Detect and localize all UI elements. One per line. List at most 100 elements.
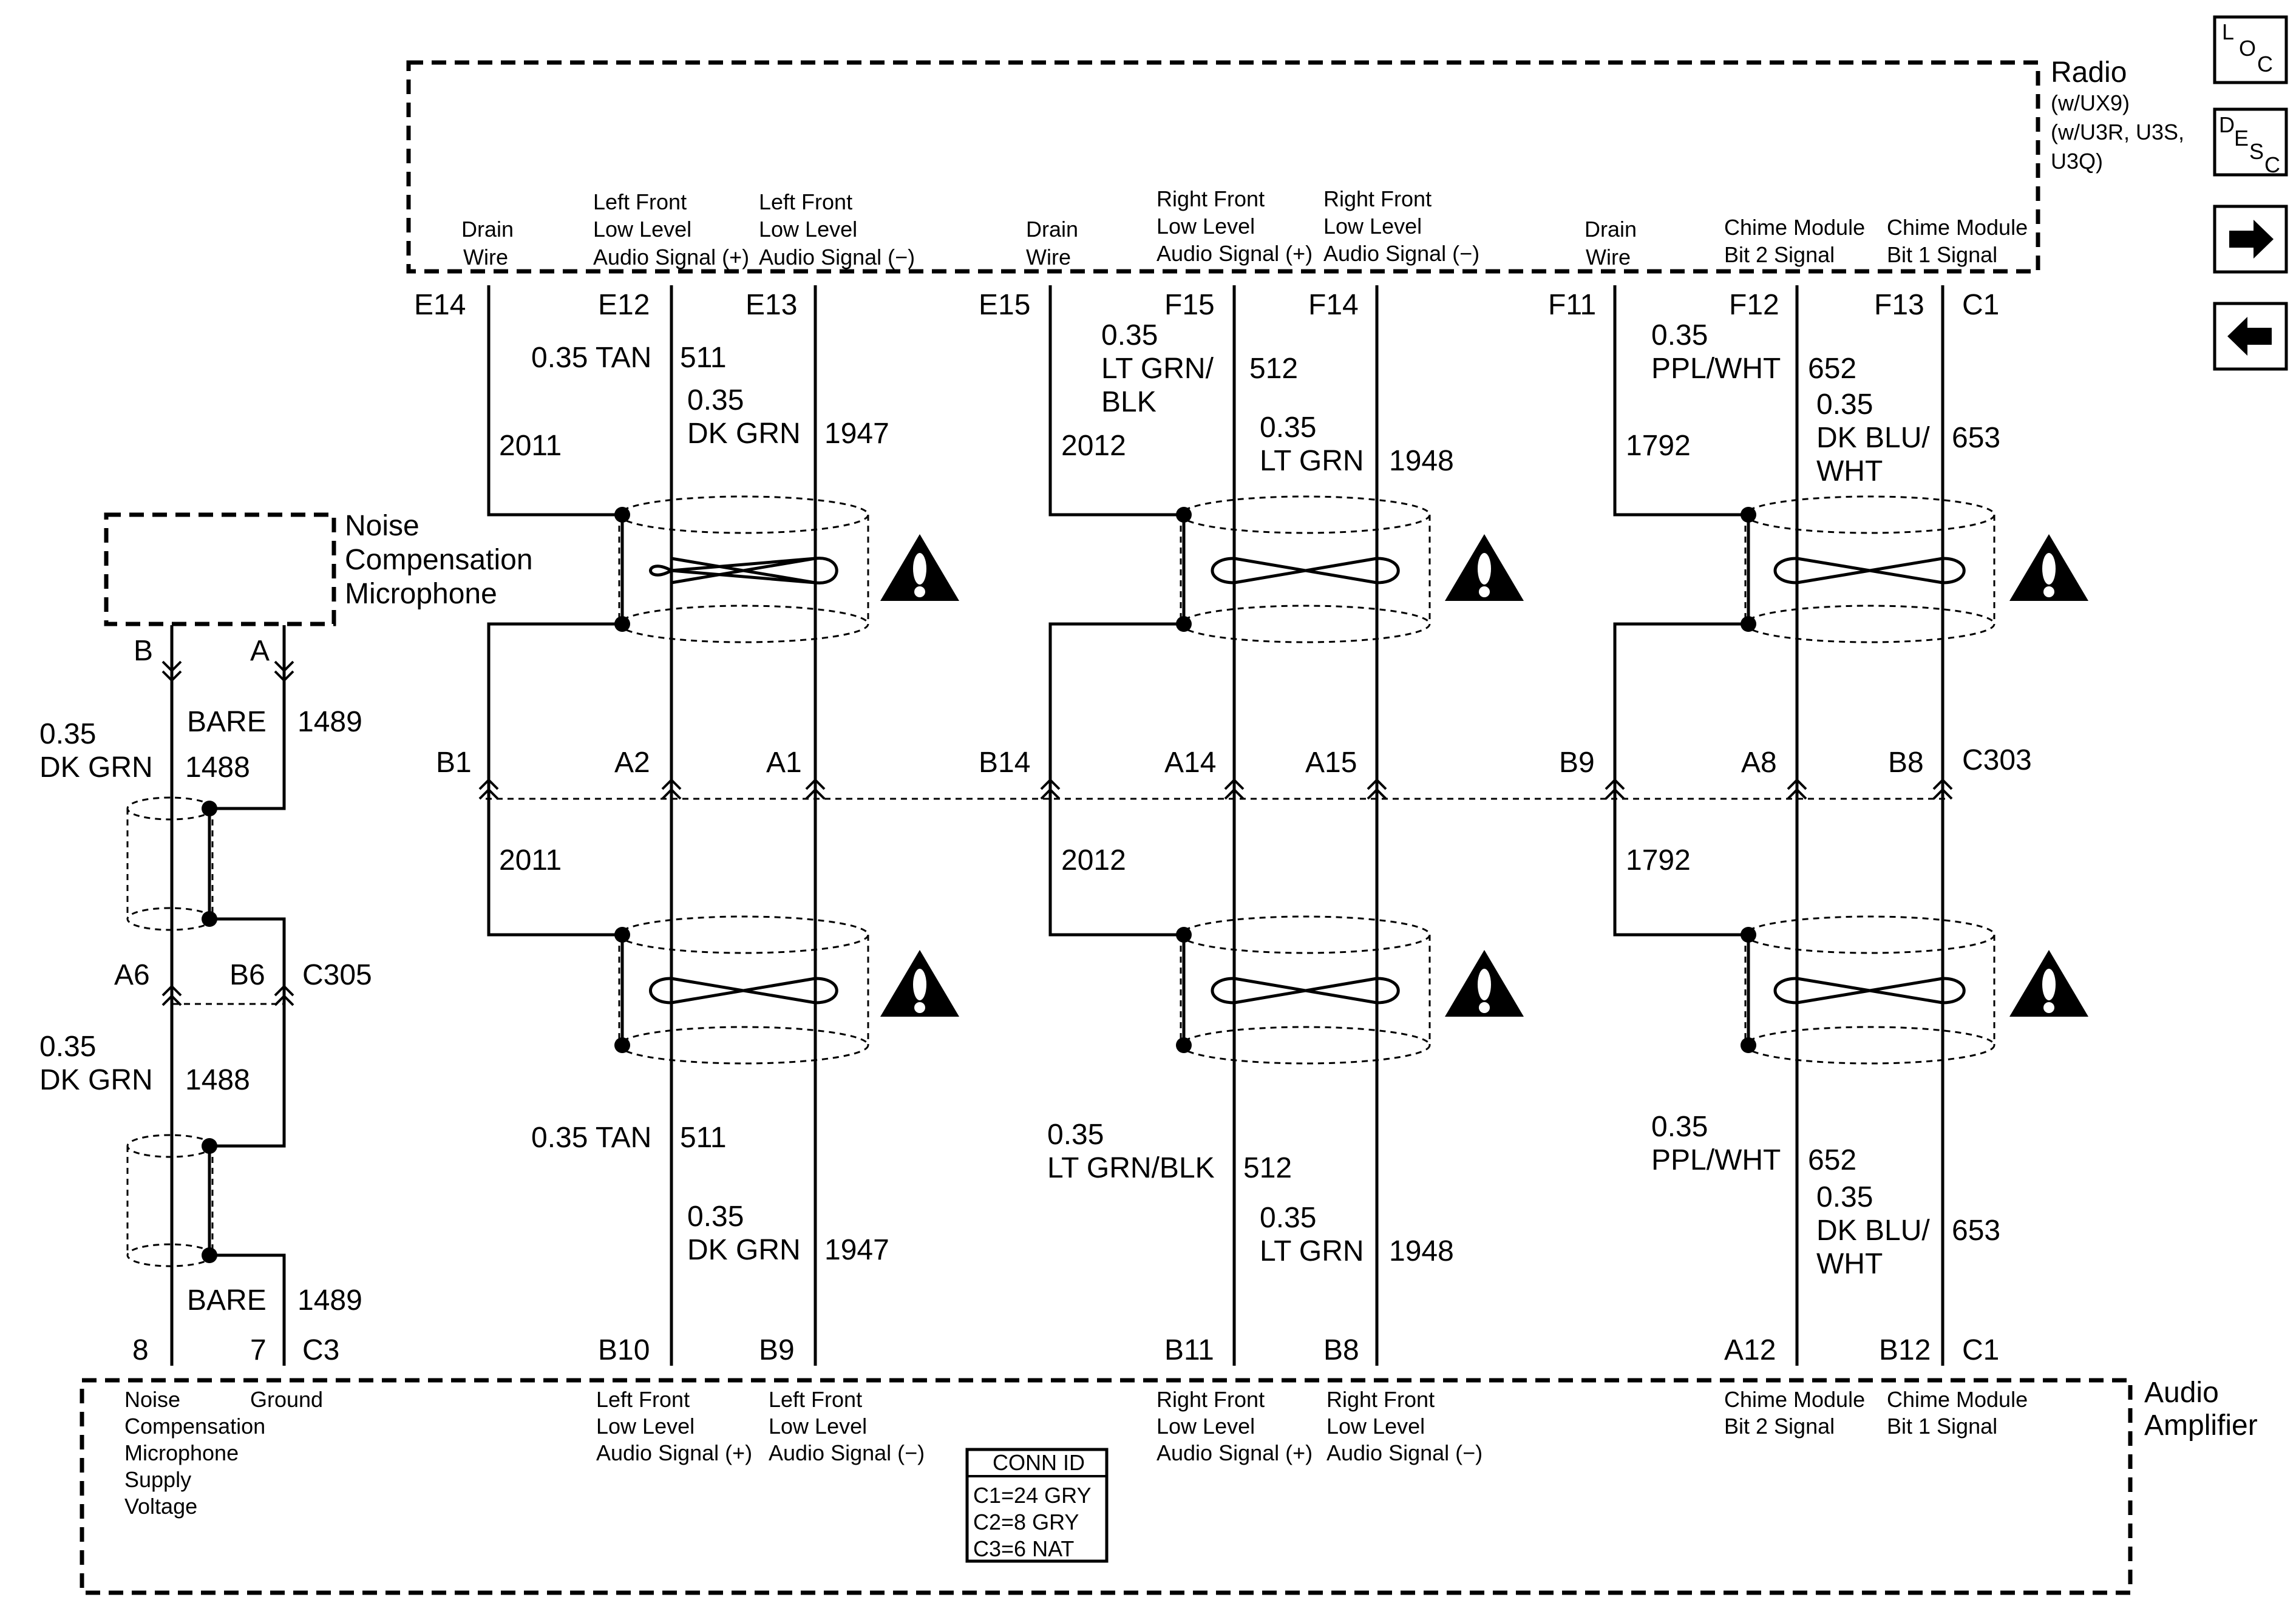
c303-pin-a8: A8 <box>1741 747 1777 779</box>
desc-icon-c: C <box>2264 152 2280 177</box>
radio-terminal-functions: Drain Wire Left Front Low Level Audio Si… <box>461 186 2028 270</box>
c303-pin-labels: B1 A2 A1 B14 A14 A15 B9 A8 B8 C303 <box>436 744 2032 779</box>
c305-pin-b6: B6 <box>229 959 265 991</box>
radio-func-e15-line1: Drain <box>1026 217 1078 242</box>
c303-pin-a15: A15 <box>1305 747 1357 779</box>
radio-pin-f14: F14 <box>1308 289 1359 321</box>
radio-func-e14-line2: Wire <box>463 245 508 270</box>
mic-wire-labels: 0.35 DK GRN 1488 BARE 1489 0.35 DK GRN 1… <box>39 706 362 1317</box>
amp-func-8-line3: Microphone <box>124 1440 239 1465</box>
c303-pin-b8: B8 <box>1888 747 1924 779</box>
amp-pin-8: 8 <box>132 1334 149 1366</box>
wire-label: 0.35 TAN <box>531 342 651 374</box>
c303-pin-a2: A2 <box>614 747 650 779</box>
wire-label: 0.35 <box>687 1201 744 1233</box>
drain-wire-2011-lower <box>487 622 622 937</box>
amp-func-b9-line2: Low Level <box>769 1414 867 1439</box>
right-arrow-icon <box>2229 220 2274 259</box>
wire-label: 512 <box>1249 353 1298 385</box>
microphone-title-line1: Noise <box>345 510 419 542</box>
amp-func-b11-line1: Right Front <box>1156 1387 1265 1412</box>
drain-wire-2012-lower <box>1048 622 1184 937</box>
wire-label: 1948 <box>1389 445 1454 477</box>
wire-label: 0.35 <box>1651 319 1708 351</box>
radio-func-f15-line1: Right Front <box>1156 186 1265 211</box>
wire-label: 0.35 <box>39 718 96 750</box>
microphone-title-line2: Compensation <box>345 544 533 576</box>
wire-label: 0.35 <box>1816 388 1873 421</box>
c303-pin-b14: B14 <box>979 747 1030 779</box>
c305-pin-a6: A6 <box>114 959 150 991</box>
wire-label: 1488 <box>185 1064 250 1096</box>
wire-label: 1489 <box>297 1284 362 1317</box>
amp-pin-7: 7 <box>250 1334 267 1366</box>
loc-button[interactable]: L O C <box>2213 15 2288 84</box>
radio-option-1: (w/UX9) <box>2051 90 2130 115</box>
c303-pin-a14: A14 <box>1164 747 1216 779</box>
radio-pin-f13: F13 <box>1874 289 1924 321</box>
radio-func-f15-line2: Low Level <box>1156 214 1255 239</box>
amplifier-terminal-functions: Noise Compensation Microphone Supply Vol… <box>124 1387 2028 1519</box>
warning-icon <box>880 534 959 601</box>
radio-func-f14-line2: Low Level <box>1323 214 1422 239</box>
wire-label: LT GRN <box>1260 445 1364 477</box>
amp-func-b12-line1: Chime Module <box>1887 1387 2028 1412</box>
wire-label: 1489 <box>297 706 362 738</box>
radio-pin-e14: E14 <box>414 289 466 321</box>
amp-func-b10-line3: Audio Signal (+) <box>596 1440 752 1465</box>
left-arrow-icon <box>2227 317 2272 356</box>
wire-label: 0.35 <box>1816 1181 1873 1213</box>
c303-pin-a1: A1 <box>766 747 802 779</box>
desc-button[interactable]: D E S C <box>2213 107 2288 177</box>
wire-label: DK BLU/ <box>1816 1215 1930 1247</box>
amplifier-title-line2: Amplifier <box>2144 1409 2258 1442</box>
desc-icon-s: S <box>2249 139 2264 164</box>
desc-icon-e: E <box>2234 126 2249 151</box>
wire-labels-upper: 2011 0.35 TAN 511 0.35 DK GRN 1947 2012 … <box>499 319 2000 487</box>
amp-func-b11-line2: Low Level <box>1156 1414 1255 1439</box>
amp-func-a12-line2: Bit 2 Signal <box>1724 1414 1835 1439</box>
amp-pin-a12: A12 <box>1724 1334 1776 1366</box>
wire-label: 511 <box>680 1122 727 1154</box>
radio-func-f12-line1: Chime Module <box>1724 215 1865 240</box>
amp-pin-b9: B9 <box>759 1334 795 1366</box>
radio-func-f13-line2: Bit 1 Signal <box>1887 242 1997 267</box>
wire-label: LT GRN/ <box>1101 353 1214 385</box>
microphone-pin-a: A <box>250 635 270 667</box>
wire-label: PPL/WHT <box>1651 353 1781 385</box>
amp-func-b9-line1: Left Front <box>769 1387 862 1412</box>
amp-func-8-line5: Voltage <box>124 1494 197 1519</box>
next-button[interactable] <box>2213 205 2288 274</box>
warning-icons <box>880 534 2088 1017</box>
amp-func-b8-line3: Audio Signal (−) <box>1326 1440 1483 1465</box>
amp-pin-b11: B11 <box>1164 1334 1214 1366</box>
wire-label: 2012 <box>1061 844 1126 876</box>
conn-id-row-2: C2=8 GRY <box>973 1510 1079 1534</box>
wire-labels-lower: 2011 0.35 TAN 511 0.35 DK GRN 1947 2012 … <box>499 844 2000 1280</box>
amp-func-b12-line2: Bit 1 Signal <box>1887 1414 1997 1439</box>
amp-func-8-line2: Compensation <box>124 1414 265 1439</box>
wire-label: WHT <box>1816 455 1883 487</box>
radio-func-e13-line1: Left Front <box>759 189 852 214</box>
warning-icon <box>2009 950 2088 1017</box>
radio-component-box <box>406 60 2040 274</box>
wire-label: 653 <box>1952 422 2000 454</box>
wire-label: LT GRN <box>1260 1235 1364 1267</box>
wire-label: 511 <box>680 342 727 374</box>
wire-label: 0.35 TAN <box>531 1122 651 1154</box>
amplifier-pin-labels: 8 7 C3 B10 B9 B11 B8 A12 B12 C1 <box>132 1334 1999 1366</box>
desc-icon-d: D <box>2219 112 2235 137</box>
wire-label: 1947 <box>824 1234 889 1266</box>
radio-option-3: U3Q) <box>2051 149 2103 174</box>
wire-label: DK GRN <box>687 418 801 450</box>
radio-func-f14-line3: Audio Signal (−) <box>1323 241 1479 266</box>
twisted-pair-shields <box>126 495 1995 1267</box>
radio-pin-f15: F15 <box>1164 289 1215 321</box>
wire-label: 1792 <box>1626 430 1691 462</box>
radio-func-f11-line2: Wire <box>1586 245 1631 270</box>
amplifier-title-line1: Audio <box>2144 1377 2219 1409</box>
wire-label: 0.35 <box>1651 1111 1708 1143</box>
amp-connector-c3: C3 <box>302 1334 339 1366</box>
prev-button[interactable] <box>2213 302 2288 371</box>
